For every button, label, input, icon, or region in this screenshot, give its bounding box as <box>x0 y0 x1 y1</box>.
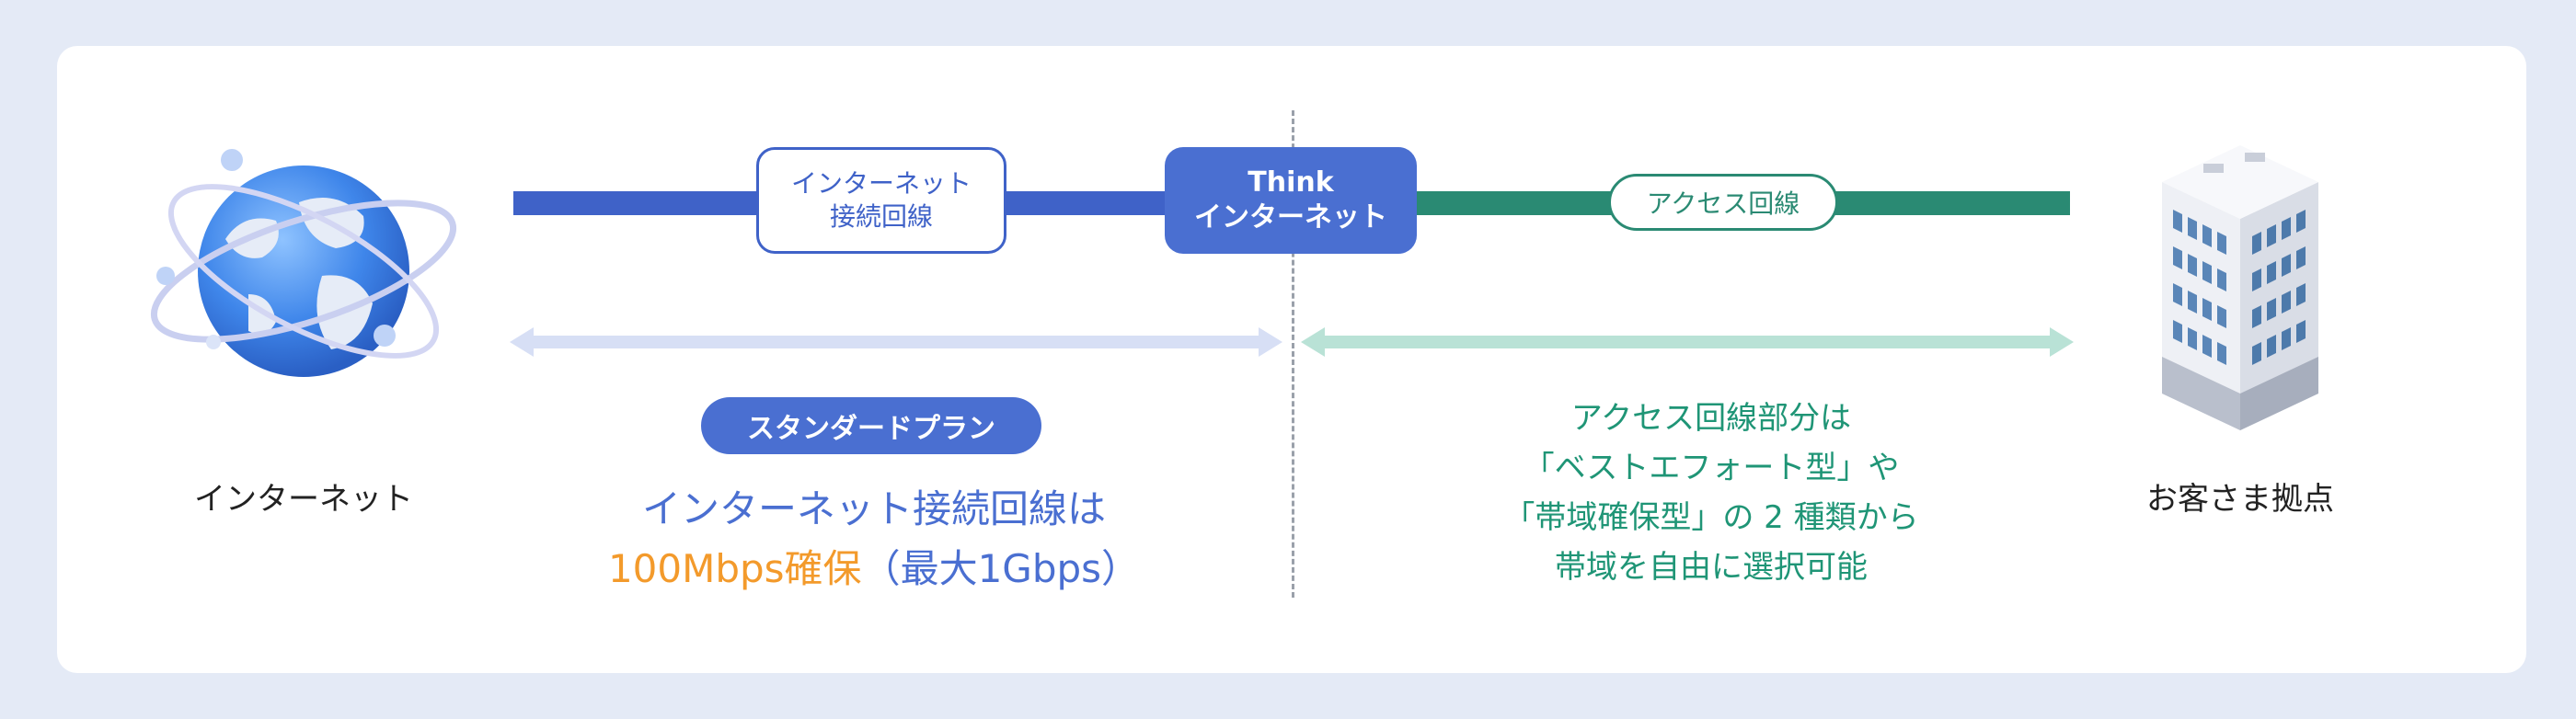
internet-connection-label: インターネット 接続回線 <box>756 147 1006 254</box>
right-section-line1: アクセス回線部分は <box>1570 400 1852 437</box>
right-section-line2: 「ベストエフォート型」や <box>1523 450 1900 486</box>
think-internet-line2: インターネット <box>1194 201 1387 234</box>
access-line-label: アクセス回線 <box>1608 174 1838 231</box>
globe-icon <box>150 149 457 377</box>
left-range-arrow <box>510 327 1282 357</box>
right-range-arrow <box>1301 327 2074 357</box>
think-internet-node: Think インターネット <box>1165 147 1417 254</box>
right-section-line4: 帯域を自由に選択可能 <box>1555 549 1868 586</box>
bandwidth-guarantee-highlight: 100Mbps確保 <box>607 546 862 591</box>
right-endpoint-label: お客さま拠点 <box>2146 481 2334 518</box>
internet-connection-label-line1: インターネット <box>790 168 972 199</box>
left-section-line2: 100Mbps確保（最大1Gbps） <box>515 538 1233 594</box>
right-section-line3: 「帯域確保型」の 2 種類から <box>1503 499 1919 536</box>
office-building-icon <box>2162 145 2318 430</box>
think-internet-line1: Think <box>1248 166 1334 199</box>
access-line-label-text: アクセス回線 <box>1646 188 1800 219</box>
left-endpoint-label: インターネット <box>194 481 413 518</box>
left-section-line1: インターネット接続回線は <box>641 486 1106 531</box>
standard-plan-badge: スタンダードプラン <box>701 397 1041 454</box>
right-section-text: アクセス回線部分は 「ベストエフォート型」や 「帯域確保型」の 2 種類から 帯… <box>1380 394 2042 592</box>
standard-plan-badge-text: スタンダードプラン <box>747 413 995 445</box>
bandwidth-max-note: （最大1Gbps） <box>861 546 1141 591</box>
internet-connection-label-line2: 接続回線 <box>829 201 933 232</box>
divider-line <box>1292 110 1294 598</box>
